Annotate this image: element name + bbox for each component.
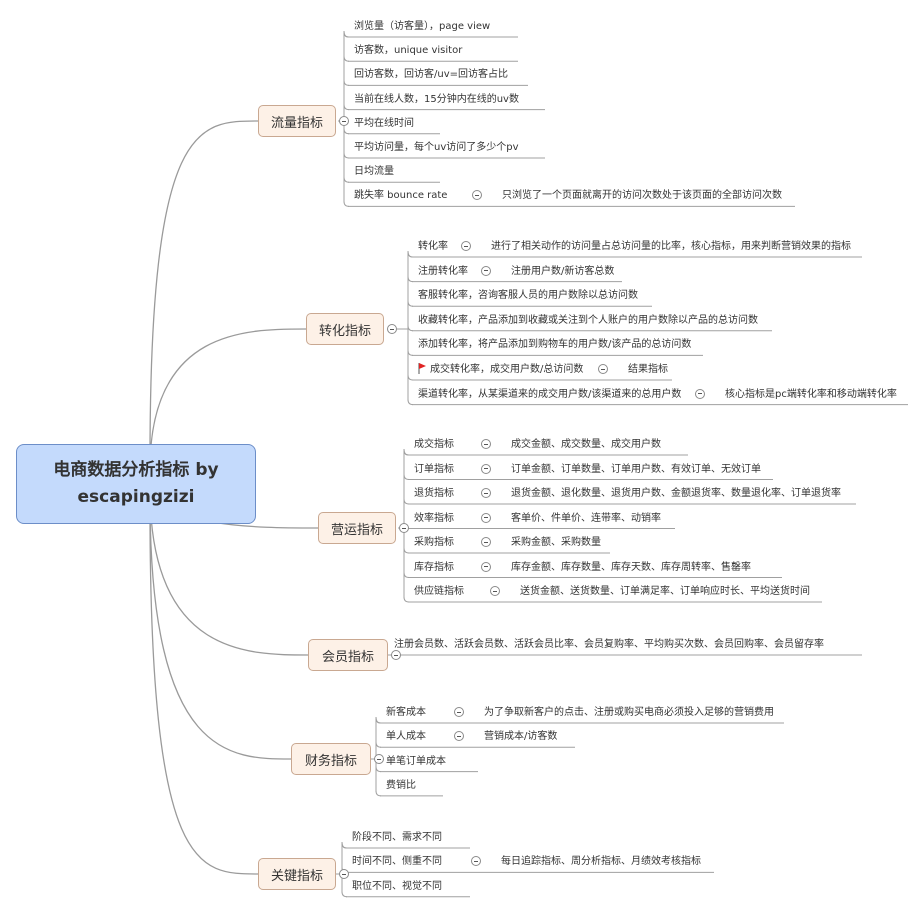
subtopic-collapse-icon[interactable] (481, 512, 491, 523)
topic-collapse-icon[interactable] (391, 650, 401, 660)
subtopic-collapse-icon[interactable] (461, 241, 471, 251)
subtopic-collapse-icon[interactable] (695, 388, 705, 399)
topic-2-item-1-detail[interactable]: 进行了相关动作的访问量占总访问量的比率，核心指标，用来判断营销效果的指标 (491, 241, 851, 252)
subtopic-collapse-icon[interactable] (481, 561, 491, 572)
topic-2-item-6[interactable]: 成交转化率，成交用户数/总访问数 (430, 364, 584, 375)
subtopic-collapse-icon[interactable] (454, 707, 464, 717)
topic-3-item-4[interactable]: 效率指标 (414, 512, 454, 524)
red-flag-icon (418, 363, 426, 374)
central-topic[interactable]: 电商数据分析指标 by escapingzizi (16, 444, 256, 524)
topic-1-item-2[interactable]: 访客数，unique visitor (354, 45, 463, 57)
topic-1-item-3[interactable]: 回访客数，回访客/uv=回访客占比 (354, 69, 509, 81)
topic-1-item-6[interactable]: 平均访问量，每个uv访问了多少个pv (354, 142, 519, 153)
topic-1-item-7[interactable]: 日均流量 (354, 166, 394, 178)
topic-collapse-icon[interactable] (339, 869, 349, 879)
subtopic-collapse-icon[interactable] (598, 364, 608, 374)
topic-2-item-7-detail[interactable]: 核心指标是pc端转化率和移动端转化率 (725, 388, 897, 400)
subtopic-collapse-icon[interactable] (481, 463, 491, 474)
topic-label: 流量指标 (270, 115, 323, 131)
topic-1-item-5[interactable]: 平均在线时间 (354, 117, 414, 129)
topic-label: 营运指标 (330, 522, 383, 538)
topic-3-item-6[interactable]: 库存指标 (414, 561, 454, 573)
topic-2-item-1[interactable]: 转化率 (418, 241, 448, 252)
topic-5-item-2-detail[interactable]: 营销成本/访客数 (484, 731, 558, 743)
topic-3[interactable]: 营运指标 (318, 512, 396, 544)
subtopic-collapse-icon[interactable] (481, 265, 491, 276)
topic-3-item-1[interactable]: 成交指标 (414, 439, 454, 450)
topic-2-item-5[interactable]: 添加转化率，将产品添加到购物车的用户数/该产品的总访问数 (418, 339, 692, 351)
topic-2-item-3[interactable]: 客服转化率，咨询客服人员的用户数除以总访问数 (418, 290, 638, 302)
topic-3-item-7-detail[interactable]: 送货金额、送货数量、订单满足率、订单响应时长、平均送货时间 (520, 586, 810, 597)
topic-collapse-icon[interactable] (387, 324, 397, 334)
topic-3-item-1-detail[interactable]: 成交金额、成交数量、成交用户数 (511, 439, 661, 450)
topic-3-item-5-detail[interactable]: 采购金额、采购数量 (511, 537, 601, 548)
topic-5-item-2[interactable]: 单人成本 (386, 731, 426, 743)
topic-5-item-1[interactable]: 新客成本 (386, 707, 426, 718)
topic-3-item-7[interactable]: 供应链指标 (414, 586, 464, 597)
topic-2[interactable]: 转化指标 (306, 313, 384, 345)
subtopic-collapse-icon[interactable] (481, 488, 491, 498)
topic-2-item-2-detail[interactable]: 注册用户数/新访客总数 (511, 265, 615, 277)
topic-6-item-3[interactable]: 职位不同、视觉不同 (352, 880, 442, 892)
topic-5[interactable]: 财务指标 (291, 743, 371, 775)
topic-1-item-8-detail[interactable]: 只浏览了一个页面就离开的访问次数处于该页面的全部访问次数 (502, 190, 782, 202)
subtopic-collapse-icon[interactable] (472, 190, 482, 201)
topic-3-item-5[interactable]: 采购指标 (414, 537, 454, 548)
subtopic-collapse-icon[interactable] (481, 537, 491, 547)
subtopic-collapse-icon[interactable] (454, 731, 464, 742)
subtopic-collapse-icon[interactable] (471, 856, 481, 867)
topic-6-item-2[interactable]: 时间不同、侧重不同 (352, 856, 442, 868)
topic-6[interactable]: 关键指标 (258, 858, 336, 890)
topic-collapse-icon[interactable] (374, 754, 384, 764)
topic-label: 关键指标 (270, 868, 323, 884)
topic-collapse-icon[interactable] (339, 116, 349, 126)
subtopic-collapse-icon[interactable] (481, 439, 491, 449)
subtopic-collapse-icon[interactable] (490, 586, 500, 596)
topic-5-item-4[interactable]: 费销比 (386, 779, 416, 791)
topic-1-item-4[interactable]: 当前在线人数，15分钟内在线的uv数 (354, 93, 519, 105)
topic-5-item-3[interactable]: 单笔订单成本 (386, 755, 446, 767)
topic-1-item-1[interactable]: 浏览量（访客量），page view (354, 21, 491, 32)
topic-label: 转化指标 (318, 323, 371, 339)
topic-6-item-1[interactable]: 阶段不同、需求不同 (352, 832, 442, 843)
topic-2-item-7[interactable]: 渠道转化率，从某渠道来的成交用户数/该渠道来的总用户数 (418, 388, 682, 400)
topic-2-item-6-detail[interactable]: 结果指标 (628, 364, 668, 375)
central-topic-title: 电商数据分析指标 by escapingzizi (53, 460, 219, 507)
topic-2-item-2[interactable]: 注册转化率 (418, 265, 468, 277)
topic-3-item-6-detail[interactable]: 库存金额、库存数量、库存天数、库存周转率、售罄率 (511, 561, 751, 573)
topic-3-item-4-detail[interactable]: 客单价、件单价、连带率、动销率 (511, 512, 661, 524)
topic-3-item-3-detail[interactable]: 退货金额、退化数量、退货用户数、金额退货率、数量退化率、订单退货率 (511, 488, 841, 499)
topic-6-item-2-detail[interactable]: 每日追踪指标、周分析指标、月绩效考核指标 (501, 856, 701, 868)
topic-5-item-1-detail[interactable]: 为了争取新客户的点击、注册或购买电商必须投入足够的营销费用 (484, 707, 774, 718)
topic-label: 会员指标 (321, 649, 374, 665)
topic-4-item-1[interactable]: 注册会员数、活跃会员数、活跃会员比率、会员复购率、平均购买次数、会员回购率、会员… (394, 639, 824, 650)
topic-3-item-2[interactable]: 订单指标 (414, 463, 454, 475)
topic-collapse-icon[interactable] (399, 523, 409, 533)
topic-label: 财务指标 (304, 753, 357, 769)
topic-3-item-2-detail[interactable]: 订单金额、订单数量、订单用户数、有效订单、无效订单 (511, 463, 761, 475)
topic-2-item-4[interactable]: 收藏转化率，产品添加到收藏或关注到个人账户的用户数除以产品的总访问数 (418, 314, 758, 326)
topic-1-item-8[interactable]: 跳失率 bounce rate (354, 190, 448, 202)
topic-4[interactable]: 会员指标 (308, 639, 388, 671)
topic-1[interactable]: 流量指标 (258, 105, 336, 137)
topic-3-item-3[interactable]: 退货指标 (414, 488, 454, 499)
